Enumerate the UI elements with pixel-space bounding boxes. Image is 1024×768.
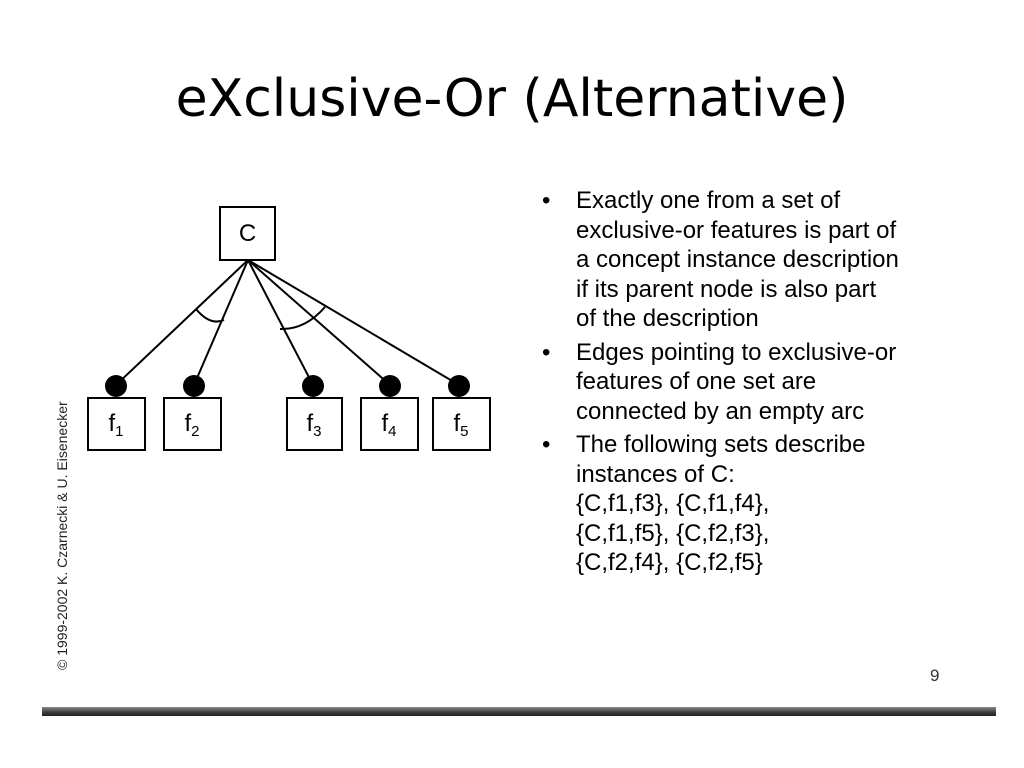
bullet-item-exclusive-definition: Exactly one from a set of exclusive-or f… — [540, 186, 980, 334]
feature-diagram: C f1 f2 f3 f4 f5 — [87, 206, 491, 451]
feature-box — [432, 397, 491, 451]
alternative-arc-2 — [279, 306, 326, 331]
feature-label: f3 — [306, 410, 321, 440]
alternative-arc-1 — [195, 308, 225, 323]
bullet-line: {C,f1,f3}, {C,f1,f4}, — [576, 490, 770, 517]
bullet-line: connected by an empty arc — [576, 397, 865, 425]
footer-bar — [42, 707, 996, 716]
bullet-line: {C,f1,f5}, {C,f2,f3}, — [576, 519, 770, 547]
feature-node-f1: f1 — [87, 375, 146, 451]
bullet-line: instances of C: — [576, 460, 735, 488]
feature-label: f5 — [453, 410, 468, 440]
bullet-line: Exactly one from a set of — [576, 187, 841, 214]
feature-node-f5: f5 — [432, 375, 491, 451]
parent-node-box — [219, 206, 276, 261]
feature-box — [360, 397, 419, 451]
feature-dot — [448, 375, 470, 397]
bullet-line: Edges pointing to exclusive-or — [576, 338, 897, 366]
feature-node-f4: f4 — [360, 375, 419, 451]
feature-label: f4 — [381, 410, 396, 440]
bullet-line: {C,f2,f4}, {C,f2,f5} — [576, 549, 763, 576]
bullet-line: of the description — [576, 305, 759, 332]
bullet-line: exclusive-or features is part of — [576, 216, 897, 244]
bullet-line: features of one set are — [576, 368, 817, 395]
edge-c-f1 — [115, 259, 249, 386]
bullet-line: a concept instance description — [576, 246, 899, 273]
feature-dot — [105, 375, 127, 397]
bullet-list: Exactly one from a set of exclusive-or f… — [540, 186, 980, 582]
bullet-line: The following sets describe — [576, 431, 866, 458]
edges — [115, 259, 460, 386]
feature-dot — [183, 375, 205, 397]
bullet-item-instance-sets: The following sets describe instances of… — [540, 430, 980, 578]
parent-node-label: C — [239, 220, 256, 247]
feature-label: f2 — [184, 410, 199, 440]
page-number: 9 — [930, 666, 940, 685]
bullet-item-empty-arc: Edges pointing to exclusive-or features … — [540, 338, 980, 427]
edge-c-f4 — [247, 259, 391, 386]
bullet-line: if its parent node is also part — [576, 275, 877, 303]
slide-title: eXclusive-Or (Alternative) — [175, 69, 849, 129]
edge-c-f2 — [193, 259, 249, 386]
feature-box — [163, 397, 222, 451]
feature-box — [87, 397, 146, 451]
feature-dot — [302, 375, 324, 397]
feature-node-f2: f2 — [163, 375, 222, 451]
feature-node-f3: f3 — [286, 375, 343, 451]
feature-label: f1 — [108, 410, 123, 440]
edge-c-f3 — [247, 259, 314, 386]
feature-dot — [379, 375, 401, 397]
feature-box — [286, 397, 343, 451]
edge-c-f5 — [247, 259, 460, 386]
